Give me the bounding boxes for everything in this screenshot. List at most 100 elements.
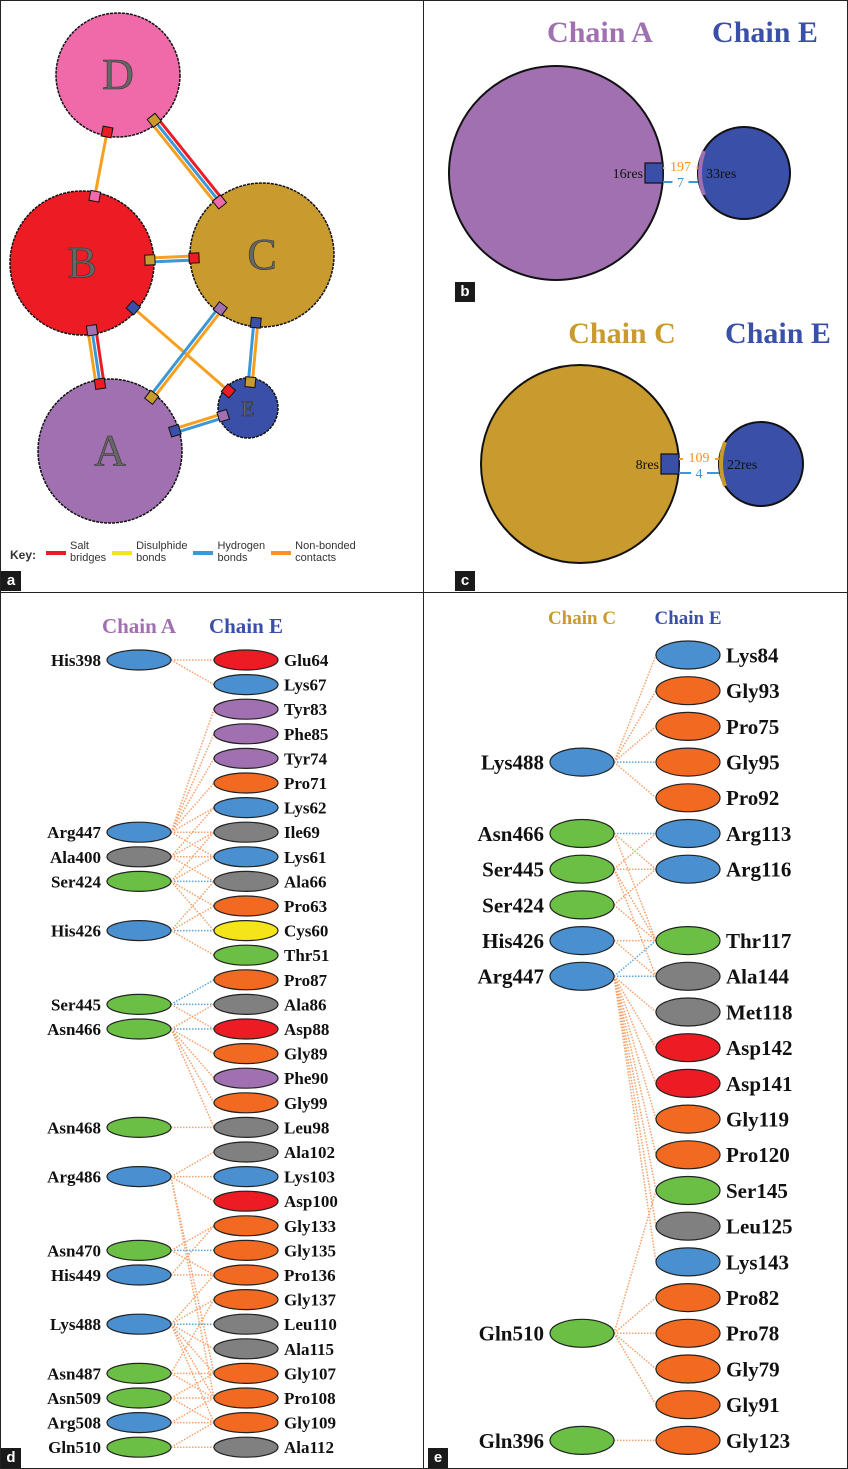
- d-right-residue-node: [213, 1141, 279, 1163]
- d-left-residue-label: Arg508: [47, 1414, 101, 1433]
- panel-label-b: b: [455, 282, 475, 302]
- d-left-residue-node: [106, 993, 172, 1016]
- e-right-residue-label: Gly91: [726, 1393, 780, 1417]
- d-left-residue-node: [106, 1387, 172, 1409]
- nonbonded-link: [613, 976, 657, 1191]
- d-left-title: Chain A: [102, 614, 177, 638]
- d-left-residue-label: Asn468: [47, 1118, 101, 1137]
- left-chain-title: Chain C: [568, 317, 676, 350]
- d-right-residue-node: [213, 796, 279, 819]
- d-right-residue-node: [213, 1288, 279, 1311]
- d-right-residue-label: Ala112: [284, 1438, 334, 1457]
- e-right-residue-node: [655, 1425, 721, 1456]
- chain-label-C: C: [247, 230, 276, 279]
- d-right-residue-node: [213, 1362, 279, 1385]
- nonbonded-link: [170, 1372, 215, 1399]
- nonbonded-link: [170, 1249, 215, 1276]
- d-left-residue-node: [106, 1362, 172, 1385]
- e-right-residue-label: Pro78: [726, 1322, 779, 1346]
- d-left-residue-node: [106, 1018, 172, 1040]
- e-right-residue-node: [655, 925, 721, 956]
- d-right-residue-label: Gly137: [284, 1291, 336, 1310]
- d-right-residue-label: Ala115: [284, 1340, 334, 1359]
- nonbonded-link: [170, 758, 215, 833]
- hbond-link: [613, 940, 657, 977]
- d-right-residue-label: Ala86: [284, 995, 327, 1014]
- nonbonded-link: [170, 1323, 215, 1399]
- e-left-residue-label: Ser445: [482, 858, 544, 882]
- d-left-residue-node: [106, 846, 172, 868]
- d-right-residue-label: Asp100: [284, 1192, 338, 1211]
- nonbonded-link: [170, 1028, 215, 1079]
- e-right-residue-label: Pro82: [726, 1286, 779, 1310]
- left-residue-count: 8res: [636, 458, 659, 473]
- nonbonded-link: [170, 1323, 215, 1374]
- e-left-residue-label: Arg447: [478, 965, 545, 989]
- d-right-residue-label: Leu98: [284, 1118, 329, 1137]
- e-right-residue-node: [655, 711, 721, 742]
- d-left-residue-node: [106, 919, 172, 942]
- chain-node-A: [37, 378, 183, 524]
- nonbonded-link: [170, 806, 215, 833]
- nonbonded-link: [613, 832, 657, 870]
- interface-patch-E-A: [216, 408, 231, 423]
- nonbonded-link: [613, 868, 657, 941]
- nonbonded-link: [170, 1176, 215, 1374]
- e-right-residue-label: Pro120: [726, 1143, 790, 1167]
- e-right-residue-label: Ser145: [726, 1179, 788, 1203]
- d-right-residue-node: [213, 698, 279, 720]
- interface-patch-A-C: [143, 389, 160, 405]
- e-right-residue-node: [655, 1140, 721, 1170]
- count-bg: [683, 450, 715, 464]
- nonbonded-link: [170, 807, 215, 858]
- nonbonded-link: [170, 831, 215, 882]
- d-left-residue-node: [106, 1116, 172, 1139]
- nonbonded-link: [613, 976, 657, 1120]
- d-right-residue-node: [213, 895, 279, 917]
- e-left-residue-label: Ser424: [482, 893, 544, 917]
- nonbonded-link: [613, 690, 657, 763]
- d-right-residue-label: Gly99: [284, 1094, 327, 1113]
- interface-patch-E-C: [244, 376, 257, 389]
- panel-label-e: e: [428, 1448, 448, 1468]
- nonbonded-link: [170, 831, 215, 858]
- d-right-residue-node: [213, 1067, 279, 1089]
- key-swatch: [193, 551, 214, 555]
- e-right-residue-label: Lys84: [726, 643, 779, 667]
- interface-patch-E-B: [220, 383, 237, 399]
- d-right-residue-node: [213, 1092, 279, 1114]
- nonbonded-link: [170, 1028, 215, 1104]
- nonbonded-link: [170, 1003, 215, 1030]
- interface-patch-C-E: [249, 316, 262, 329]
- d-right-residue-node: [213, 1313, 279, 1335]
- d-right-residue-node: [213, 1239, 279, 1262]
- d-right-residue-node: [213, 1436, 279, 1458]
- d-right-residue-node: [213, 993, 279, 1016]
- right-residue-count: 22res: [727, 458, 757, 473]
- d-left-residue-label: Asn466: [47, 1020, 101, 1039]
- nonbonded-link: [170, 1298, 215, 1325]
- d-right-residue-label: Pro108: [284, 1389, 336, 1408]
- d-left-residue-node: [106, 1436, 172, 1458]
- left-chain-title: Chain A: [547, 16, 653, 49]
- d-left-residue-label: Asn470: [47, 1241, 101, 1260]
- d-right-residue-node: [213, 1411, 279, 1434]
- nonbonded-link: [170, 1151, 215, 1178]
- e-left-residue-label: Asn466: [477, 822, 544, 846]
- nonbonded-link: [613, 976, 657, 1084]
- e-right-residue-node: [655, 1175, 721, 1206]
- interface-patch-C-D: [211, 194, 228, 210]
- d-right-residue-node: [213, 649, 279, 671]
- nonbonded-link: [170, 880, 215, 907]
- e-right-residue-label: Pro75: [726, 715, 779, 739]
- e-right-residue-node: [655, 818, 721, 849]
- key-label: Non-bonded contacts: [295, 540, 356, 564]
- nonbonded-link: [170, 1028, 215, 1055]
- interface-patch-B-E: [125, 299, 141, 316]
- key-swatch: [112, 551, 133, 555]
- chain-label-B: B: [67, 238, 96, 287]
- interface-patch-D-B: [100, 125, 114, 139]
- d-right-residue-node: [213, 1215, 279, 1237]
